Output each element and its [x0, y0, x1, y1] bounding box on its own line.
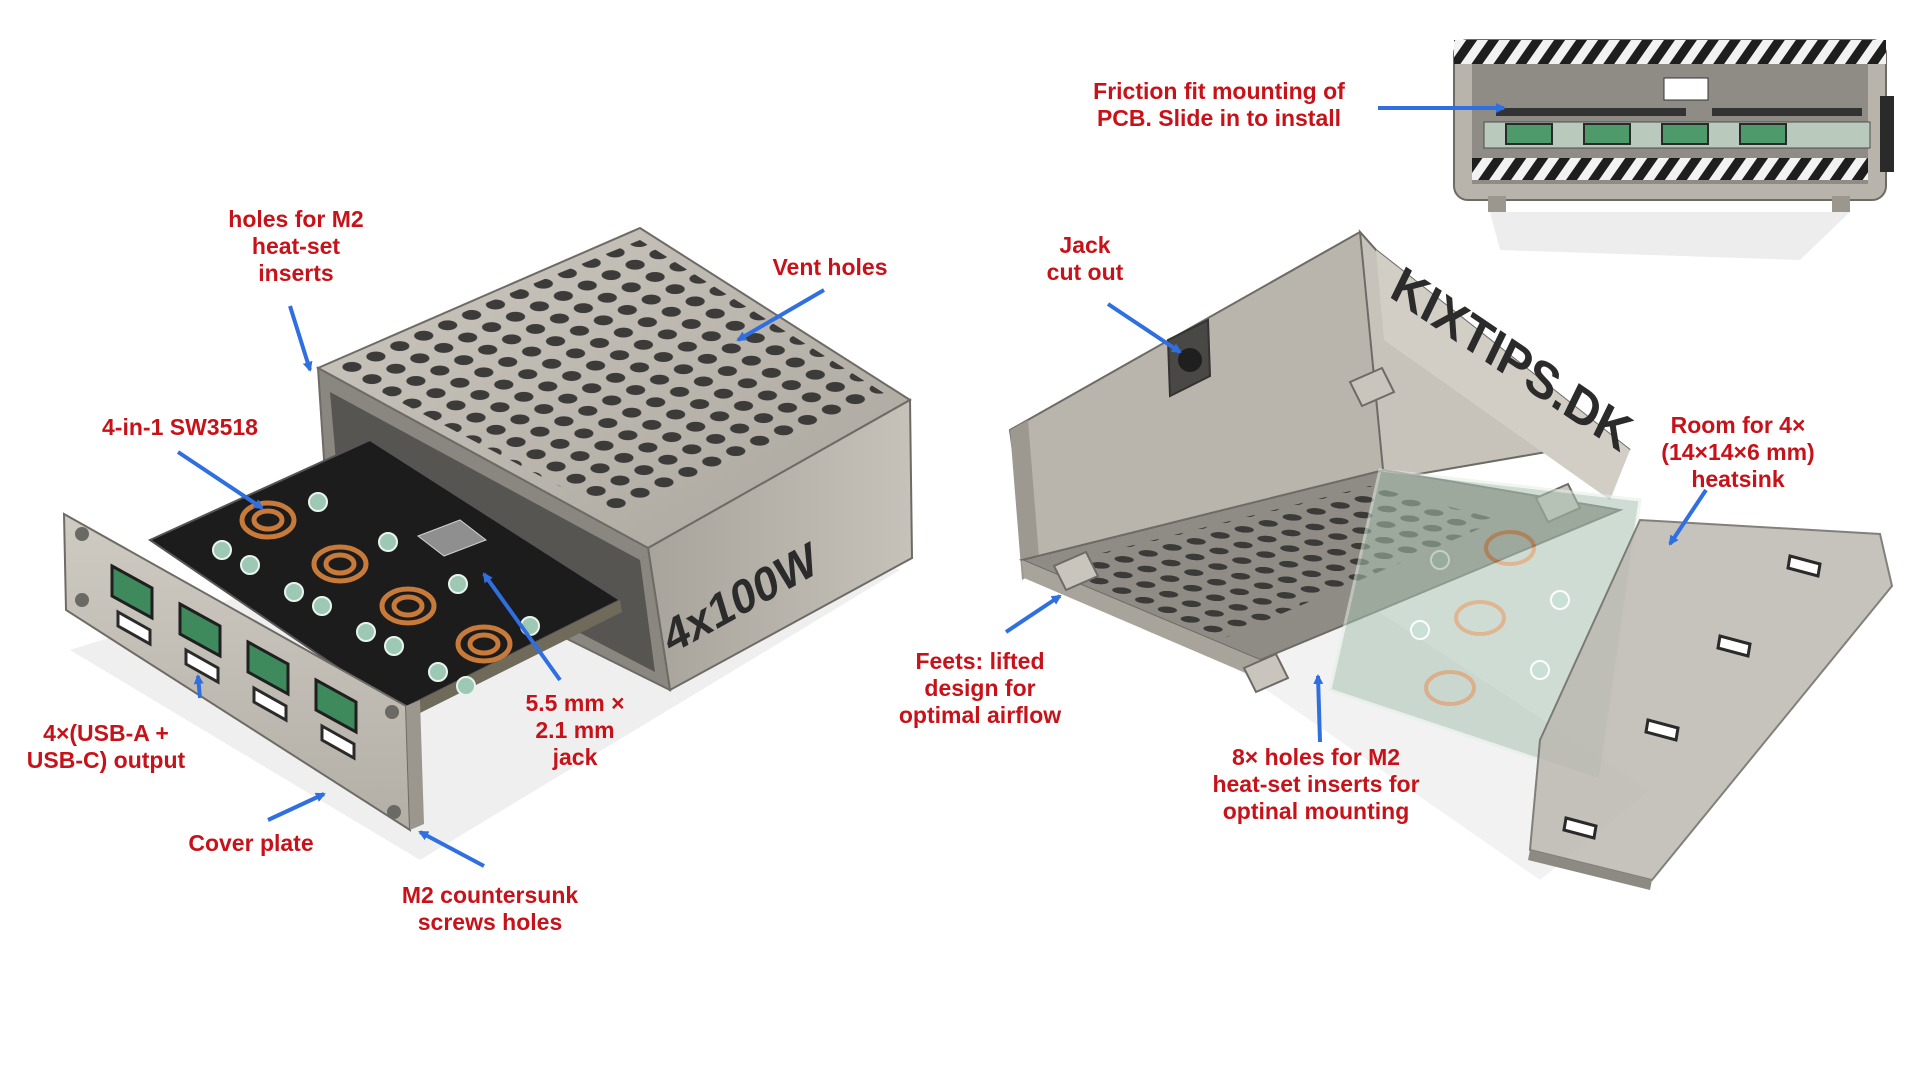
- arrow-countersunk: [418, 830, 485, 868]
- arrow-inserts: [1313, 674, 1324, 743]
- label-jack-size: 5.5 mm × 2.1 mm jack: [525, 690, 625, 770]
- arrow-cover-plate: [267, 792, 326, 822]
- arrow-heatset: [288, 305, 313, 372]
- label-countersunk: M2 countersunk screws holes: [401, 882, 579, 935]
- label-usb-output: 4×(USB-A + USB-C) output: [26, 720, 186, 773]
- arrow-jack: [482, 572, 562, 682]
- callout-arrows: [176, 103, 1708, 868]
- label-friction-fit: Friction fit mounting of PCB. Slide in t…: [1093, 78, 1345, 131]
- left-cover-plate: [62, 512, 424, 832]
- arrow-jack-cutout: [1106, 302, 1182, 354]
- label-room-heatsink: Room for 4× (14×14×6 mm) heatsink: [1661, 412, 1815, 492]
- label-inserts-8x: 8× holes for M2 heat-set inserts for opt…: [1212, 744, 1420, 824]
- label-vent-holes: Vent holes: [772, 254, 888, 280]
- left-pcb: [147, 438, 623, 722]
- label-feet: Feets: lifted design for optimal airflow: [898, 648, 1062, 728]
- label-jack-cutout: Jack cut out: [1046, 232, 1124, 285]
- inset-front-view: [1453, 39, 1894, 260]
- arrow-feet: [1004, 594, 1062, 634]
- arrow-heatsink: [1668, 488, 1708, 546]
- right-cover-plate: [1528, 518, 1894, 890]
- label-heatset-holes: holes for M2 heat-set inserts: [228, 206, 364, 286]
- label-sw3518: 4-in-1 SW3518: [102, 414, 258, 440]
- jack-cutout: [1166, 318, 1212, 398]
- label-cover-plate: Cover plate: [188, 830, 314, 856]
- arrow-sw3518: [176, 450, 264, 510]
- arrow-vent: [736, 288, 826, 342]
- arrow-usb: [193, 674, 204, 699]
